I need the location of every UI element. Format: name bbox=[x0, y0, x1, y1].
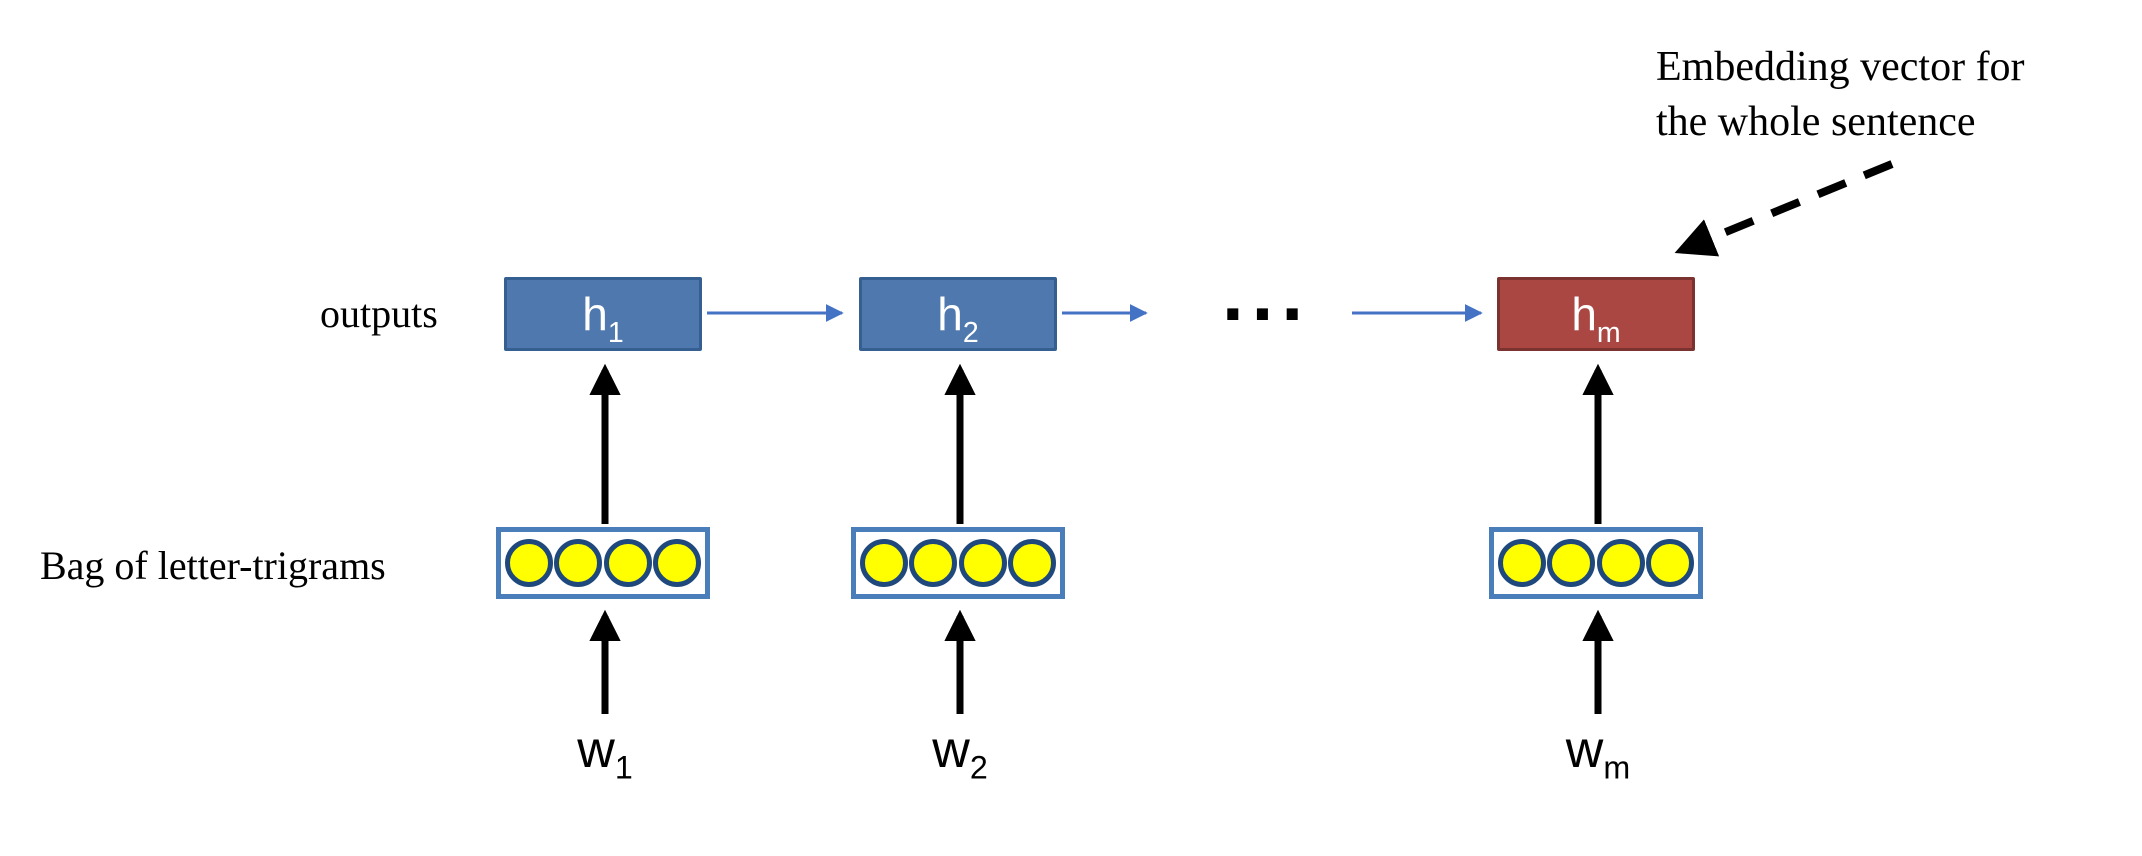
trigram-circle bbox=[504, 539, 553, 587]
embedding-annotation-line2: the whole sentence bbox=[1656, 99, 1976, 146]
word-input-w1: w1 bbox=[577, 721, 633, 786]
trigram-circle bbox=[1646, 539, 1695, 587]
trigram-circle bbox=[653, 539, 702, 587]
annotation-arrow bbox=[1674, 160, 1894, 257]
trigram-circle bbox=[1596, 539, 1645, 587]
node-label: h2 bbox=[937, 288, 979, 350]
trigram-box-1 bbox=[496, 527, 710, 599]
trigram-circle bbox=[958, 539, 1007, 587]
trigram-circle bbox=[554, 539, 603, 587]
word-input-wm: wm bbox=[1565, 721, 1631, 786]
node-label: h1 bbox=[582, 288, 624, 350]
trigram-circle bbox=[1547, 539, 1596, 587]
hidden-state-h1: h1 bbox=[504, 277, 702, 351]
trigram-circle bbox=[603, 539, 652, 587]
bag-of-trigrams-label: Bag of letter-trigrams bbox=[40, 543, 386, 588]
word-input-w2: w2 bbox=[932, 721, 988, 786]
node-label: hm bbox=[1571, 288, 1621, 350]
ellipsis: ... bbox=[1222, 249, 1312, 337]
trigram-circle bbox=[1008, 539, 1057, 587]
embedding-annotation-line1: Embedding vector for bbox=[1656, 44, 2025, 90]
embedding-annotation: Embedding vector for the whole sentence bbox=[1656, 40, 2025, 151]
hidden-state-hm-sentence-embedding: hm bbox=[1497, 277, 1695, 351]
trigram-box-2 bbox=[851, 527, 1065, 599]
trigram-circle bbox=[1497, 539, 1546, 587]
trigram-circle bbox=[909, 539, 958, 587]
trigram-box-m bbox=[1489, 527, 1703, 599]
trigram-circle bbox=[859, 539, 908, 587]
outputs-label: outputs bbox=[320, 291, 438, 336]
hidden-state-h2: h2 bbox=[859, 277, 1057, 351]
